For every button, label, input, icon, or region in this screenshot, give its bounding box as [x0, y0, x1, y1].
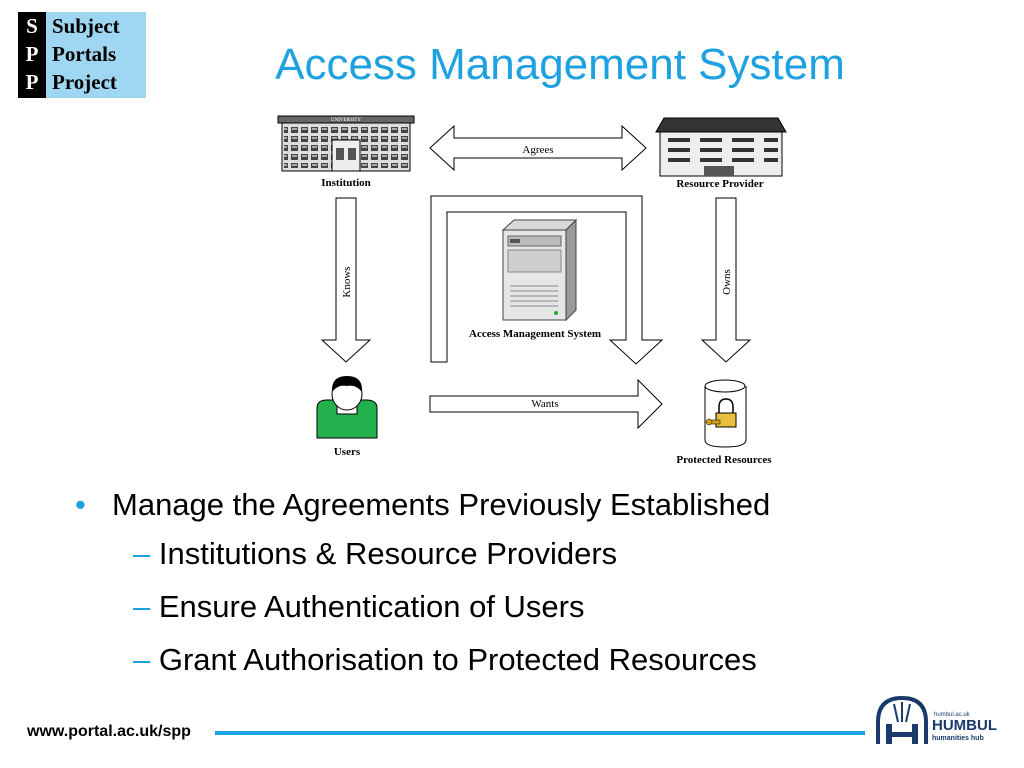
- sub-bullet-item: – Institutions & Resource Providers: [75, 527, 1005, 580]
- bullet-list: • Manage the Agreements Previously Establ…: [75, 483, 1005, 686]
- humbul-url: humbul.ac.uk: [934, 712, 971, 718]
- owns-label: Owns: [721, 269, 733, 295]
- humbul-logo: humbul.ac.uk HUMBUL humanities hub: [876, 695, 997, 744]
- protected-resources-label: Protected Resources: [676, 454, 772, 466]
- sub-bullet-item: – Ensure Authentication of Users: [75, 580, 1005, 633]
- owns-arrow: [700, 197, 752, 363]
- humbul-name: HUMBUL: [932, 717, 997, 734]
- knows-label: Knows: [341, 266, 353, 297]
- logo-letter: P: [25, 70, 39, 94]
- bullet-text: Manage the Agreements Previously Establi…: [112, 487, 771, 522]
- humbul-arch-icon: [876, 695, 928, 744]
- slide-title: Access Management System: [275, 40, 845, 89]
- institution-label: Institution: [321, 177, 371, 189]
- users-label: Users: [334, 446, 361, 458]
- agrees-arrow: [429, 124, 647, 172]
- knows-arrow: [320, 197, 372, 363]
- ams-label: Access Management System: [469, 328, 601, 340]
- sub-bullet-text: Grant Authorisation to Protected Resourc…: [158, 642, 757, 677]
- footer-divider: [215, 731, 865, 735]
- user-icon: [316, 376, 378, 439]
- dash-icon: –: [133, 642, 159, 677]
- server-icon: [501, 218, 578, 322]
- building-sign: UNIVERSITY: [331, 118, 361, 123]
- footer-url-link[interactable]: www.portal.ac.uk/spp: [27, 723, 191, 740]
- sub-bullet-item: – Grant Authorisation to Protected Resou…: [75, 633, 1005, 686]
- ams-flow-arrow: [430, 195, 664, 365]
- logo-letters: S P P: [18, 12, 46, 98]
- humbul-subtitle: humanities hub: [932, 735, 984, 742]
- logo-letter: P: [25, 42, 39, 66]
- logo-word: Portals: [52, 42, 117, 66]
- dash-icon: –: [133, 589, 159, 624]
- logo-letter: S: [26, 14, 38, 38]
- bullet-dot-icon: •: [75, 487, 86, 522]
- institution-building-icon: UNIVERSITY: [277, 115, 415, 172]
- bullet-item: • Manage the Agreements Previously Establ…: [75, 483, 1005, 527]
- database-lock-icon: [704, 379, 747, 448]
- logo-word: Subject: [52, 14, 120, 38]
- dash-icon: –: [133, 536, 159, 571]
- spp-logo: S P P Subject Portals Project: [18, 12, 146, 98]
- sub-bullet-text: Ensure Authentication of Users: [158, 589, 585, 624]
- logo-word: Project: [52, 70, 117, 94]
- agrees-label: Agrees: [522, 144, 553, 156]
- access-management-diagram: UNIVERSITY Institution Resource Provider…: [277, 115, 787, 466]
- wants-label: Wants: [531, 398, 558, 410]
- sub-bullet-text: Institutions & Resource Providers: [158, 536, 618, 571]
- wants-arrow: [429, 378, 663, 430]
- logo-words: Subject Portals Project: [46, 12, 146, 98]
- resource-provider-label: Resource Provider: [676, 178, 763, 190]
- resource-provider-building-icon: [655, 117, 787, 177]
